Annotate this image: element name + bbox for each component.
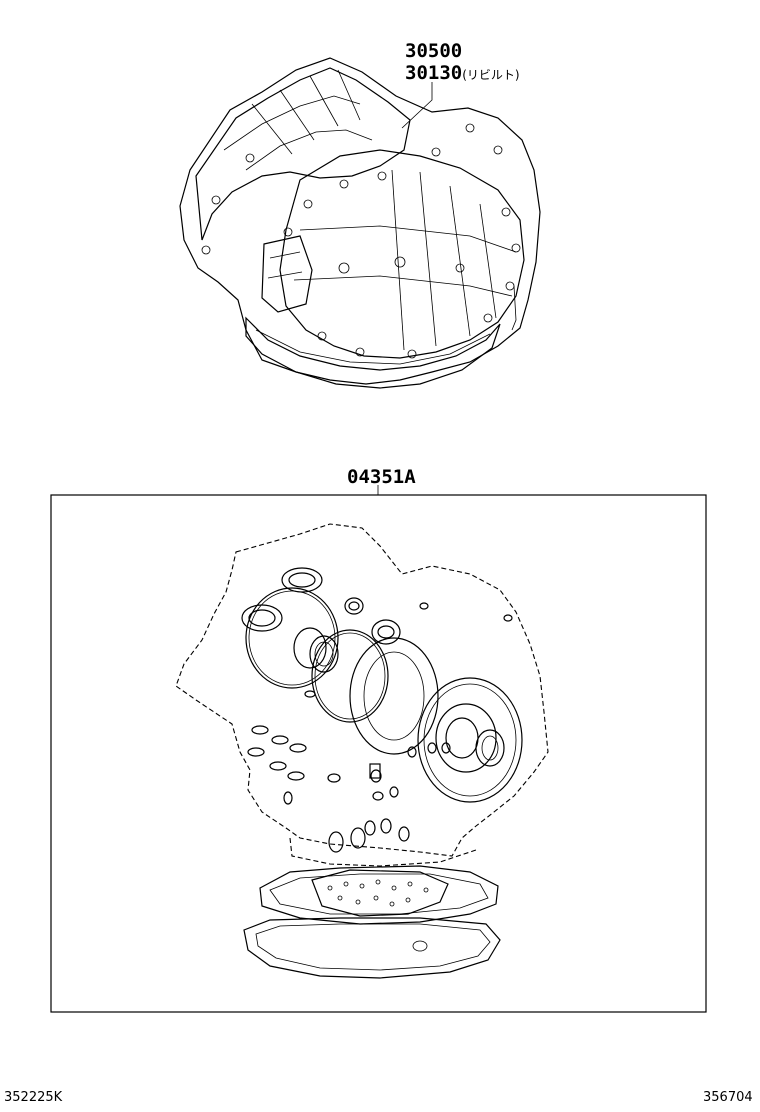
transmission-assembly-illustration bbox=[179, 57, 541, 389]
footer-left-code: 352225K bbox=[4, 1090, 63, 1105]
overhaul-kit-illustration bbox=[175, 523, 549, 979]
rebuilt-note: (リビルト) bbox=[462, 68, 520, 82]
part-number-30130-code: 30130 bbox=[405, 62, 463, 84]
footer-right-code: 356704 bbox=[703, 1090, 753, 1105]
part-number-30130: 30130(リビルト) bbox=[405, 62, 520, 84]
part-number-04351a: 04351A bbox=[347, 466, 416, 488]
part-number-30500: 30500 bbox=[405, 40, 463, 62]
kit-box bbox=[50, 494, 707, 1013]
